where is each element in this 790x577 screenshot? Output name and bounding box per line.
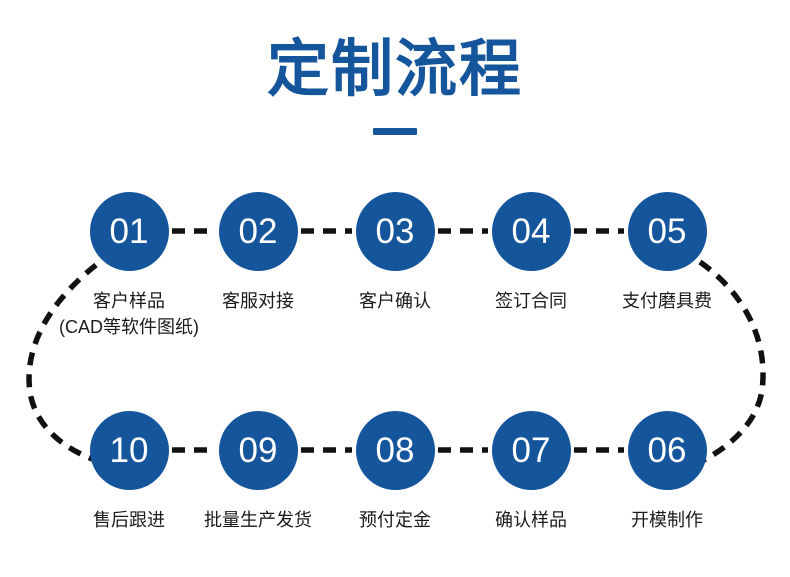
step-node-09[interactable]: 09 批量生产发货 — [178, 411, 338, 533]
step-label-07: 确认样品 — [495, 510, 567, 530]
step-number-03: 03 — [375, 212, 415, 251]
step-labels-03: 客户确认 — [315, 289, 475, 314]
step-node-01[interactable]: 01 客户样品 (CAD等软件图纸) — [49, 192, 209, 340]
step-labels-10: 售后跟进 — [49, 508, 209, 533]
step-labels-05: 支付磨具费 — [587, 289, 747, 314]
step-node-03[interactable]: 03 客户确认 — [315, 192, 475, 314]
title-block: 定制流程 — [0, 34, 790, 135]
title-underline-accent — [373, 128, 417, 135]
step-label-04: 签订合同 — [495, 291, 567, 311]
step-labels-06: 开模制作 — [587, 508, 747, 533]
page-title: 定制流程 — [266, 35, 523, 104]
step-number-08: 08 — [375, 431, 415, 470]
step-node-05[interactable]: 05 支付磨具费 — [587, 192, 747, 314]
step-circle-03[interactable]: 03 — [355, 192, 435, 271]
step-circle-08[interactable]: 08 — [355, 411, 435, 490]
step-labels-07: 确认样品 — [451, 508, 611, 533]
step-circle-04[interactable]: 04 — [491, 192, 571, 271]
step-circle-07[interactable]: 07 — [491, 411, 571, 490]
step-labels-08: 预付定金 — [315, 508, 475, 533]
step-labels-02: 客服对接 — [178, 289, 338, 314]
step-circle-10[interactable]: 10 — [89, 411, 169, 490]
step-number-06: 06 — [647, 431, 687, 470]
step-label-03: 客户确认 — [359, 291, 431, 311]
step-label-10: 售后跟进 — [93, 510, 165, 530]
step-number-07: 07 — [511, 431, 551, 470]
step-number-10: 10 — [109, 431, 149, 470]
step-node-08[interactable]: 08 预付定金 — [315, 411, 475, 533]
step-number-09: 09 — [238, 431, 278, 470]
step-node-06[interactable]: 06 开模制作 — [587, 411, 747, 533]
step-number-02: 02 — [238, 212, 278, 251]
step-labels-01: 客户样品 (CAD等软件图纸) — [49, 289, 209, 340]
step-label-05: 支付磨具费 — [622, 291, 712, 311]
step-number-01: 01 — [109, 212, 149, 251]
step-node-10[interactable]: 10 售后跟进 — [49, 411, 209, 533]
step-number-04: 04 — [511, 212, 551, 251]
step-node-07[interactable]: 07 确认样品 — [451, 411, 611, 533]
step-sublabel-01: (CAD等软件图纸) — [59, 317, 199, 337]
step-label-08: 预付定金 — [359, 510, 431, 530]
step-circle-05[interactable]: 05 — [627, 192, 707, 271]
step-circle-01[interactable]: 01 — [89, 192, 169, 271]
step-label-01: 客户样品 — [93, 291, 165, 311]
step-label-09: 批量生产发货 — [204, 510, 312, 530]
step-label-06: 开模制作 — [631, 510, 703, 530]
step-labels-04: 签订合同 — [451, 289, 611, 314]
step-number-05: 05 — [647, 212, 687, 251]
step-circle-02[interactable]: 02 — [218, 192, 298, 271]
step-label-02: 客服对接 — [222, 291, 294, 311]
step-circle-09[interactable]: 09 — [218, 411, 298, 490]
step-labels-09: 批量生产发货 — [178, 508, 338, 533]
step-node-02[interactable]: 02 客服对接 — [178, 192, 338, 314]
step-circle-06[interactable]: 06 — [627, 411, 707, 490]
step-node-04[interactable]: 04 签订合同 — [451, 192, 611, 314]
